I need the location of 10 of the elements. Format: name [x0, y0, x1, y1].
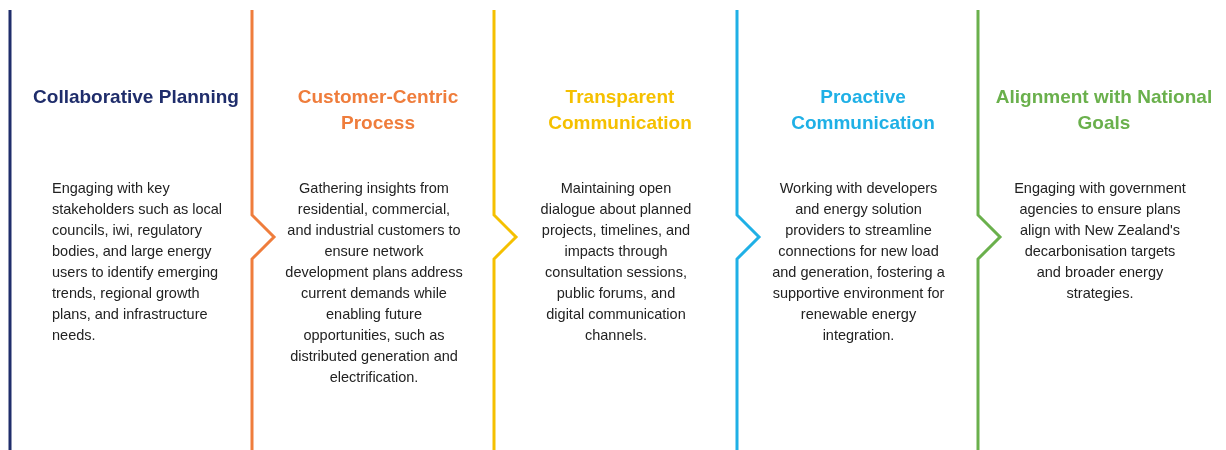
column-heading: Proactive Communication	[790, 85, 936, 135]
column-heading: Transparent Communication	[547, 85, 693, 135]
column-description: Engaging with key stakeholders such as local councils, iwi, regulatory bodies, and large energy users to identify emerging trends, regional growth plans, and infrastructure needs.	[52, 179, 224, 345]
column-description: Gathering insights from residential, commercial, and industrial customers to ensure network development plans address current demands while enabling future opportunities, such as distributed generation and electrification.	[284, 179, 464, 387]
column-description: Working with developers and energy solution providers to streamline connections for new load and generation, fostering a supportive environment for renewable energy integration.	[771, 179, 946, 345]
column-description: Engaging with government agencies to ensure plans align with New Zealand's decarbonisation targets and broader energy strategies.	[1014, 179, 1186, 303]
column-description: Maintaining open dialogue about planned projects, timelines, and impacts through consultation sessions, public forums, and digital communication channels.	[539, 179, 693, 345]
column-heading: Customer-Centric Process	[296, 85, 460, 135]
column-heading: Collaborative Planning	[32, 85, 240, 109]
column-heading: Alignment with National Goals	[994, 85, 1214, 135]
